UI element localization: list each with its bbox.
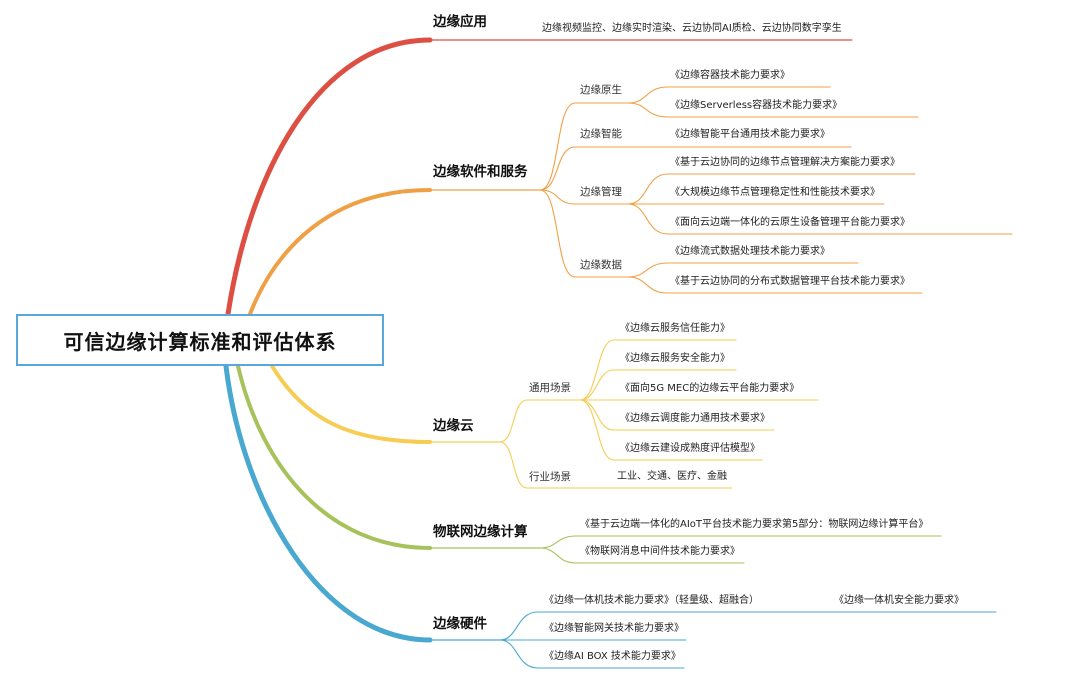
- edge-root-software: [248, 188, 432, 316]
- edge-root-hardware: [223, 363, 433, 643]
- leaf-data-1[interactable]: 《边缘流式数据处理技术能力要求》: [670, 246, 830, 257]
- edge-software-intel: [539, 146, 629, 191]
- leaf-industry-1[interactable]: 工业、交通、医疗、金融: [617, 471, 727, 482]
- edge-data-leaf2: [627, 276, 923, 294]
- leaf-hardware-2[interactable]: 《边缘智能网关技术能力要求》: [544, 623, 684, 634]
- leaf-edge-app-1[interactable]: 边缘视频监控、边缘实时渲染、云边协同AI质检、云边协同数字孪生: [542, 23, 842, 34]
- edge-general-leaf1: [579, 339, 737, 401]
- leaf-iot-1[interactable]: 《基于云边端一体化的AIoT平台技术能力要求第5部分：物联网边缘计算平台》: [580, 519, 929, 530]
- leaf-mgmt-2[interactable]: 《大规模边缘节点管理稳定性和性能技术要求》: [670, 187, 880, 198]
- edge-general-leaf2: [579, 369, 737, 401]
- leaf-iot-2[interactable]: 《物联网消息中间件技术能力要求》: [580, 546, 740, 557]
- edge-general-leaf4: [579, 399, 775, 431]
- edge-root-cloud: [270, 364, 432, 444]
- branch-edge-app[interactable]: 边缘应用: [433, 14, 487, 30]
- edge-cloud-general: [499, 399, 581, 443]
- edge-hardware-leaf1: [499, 611, 997, 641]
- subbranch-cloud-native[interactable]: 边缘原生: [580, 84, 622, 96]
- leaf-native-1[interactable]: 《边缘容器技术能力要求》: [670, 70, 790, 81]
- edge-software-data: [539, 189, 629, 278]
- leaf-hardware-extra[interactable]: 《边缘一体机安全能力要求》: [834, 595, 964, 606]
- leaf-general-1[interactable]: 《边缘云服务信任能力》: [620, 323, 730, 334]
- edge-general-leaf5: [579, 399, 763, 461]
- edge-data-leaf1: [627, 262, 859, 278]
- edge-root-iot: [236, 364, 432, 550]
- leaf-data-2[interactable]: 《基于云边协同的分布式数据管理平台技术能力要求》: [670, 276, 910, 287]
- leaf-hardware-3[interactable]: 《边缘AI BOX 技术能力要求》: [544, 651, 681, 662]
- subbranch-data[interactable]: 边缘数据: [580, 259, 622, 271]
- subbranch-intelligence[interactable]: 边缘智能: [580, 128, 622, 140]
- edge-mgmt-leaf1: [627, 173, 916, 205]
- leaf-intel-1[interactable]: 《边缘智能平台通用技术能力要求》: [670, 129, 830, 140]
- branch-edge-software[interactable]: 边缘软件和服务: [433, 164, 528, 180]
- leaf-hardware-1[interactable]: 《边缘一体机技术能力要求》（轻量级、超融合）: [544, 595, 759, 606]
- branch-iot-edge[interactable]: 物联网边缘计算: [433, 524, 528, 540]
- root-title: 可信边缘计算标准和评估体系: [63, 329, 337, 354]
- leaf-mgmt-3[interactable]: 《面向云边端一体化的云原生设备管理平台能力要求》: [670, 217, 910, 228]
- subbranch-general-scenario[interactable]: 通用场景: [529, 382, 571, 394]
- leaf-general-4[interactable]: 《边缘云调度能力通用技术要求》: [620, 413, 770, 424]
- edge-root-app: [225, 37, 433, 317]
- edge-software-native: [539, 102, 629, 191]
- branch-edge-cloud[interactable]: 边缘云: [433, 418, 474, 434]
- edge-iot-leaf1: [539, 535, 942, 549]
- branch-edge-hardware[interactable]: 边缘硬件: [433, 616, 487, 632]
- edge-native-leaf1: [627, 86, 831, 104]
- leaf-native-2[interactable]: 《边缘Serverless容器技术能力要求》: [670, 100, 843, 111]
- leaf-general-5[interactable]: 《边缘云建设成熟度评估模型》: [620, 443, 760, 454]
- subbranch-management[interactable]: 边缘管理: [580, 186, 622, 198]
- edge-hardware-leaf3: [499, 639, 685, 669]
- leaf-general-3[interactable]: 《面向5G MEC的边缘云平台能力要求》: [620, 383, 800, 394]
- edge-software-mgmt: [539, 189, 629, 205]
- root-node[interactable]: 可信边缘计算标准和评估体系: [16, 314, 384, 366]
- edge-native-leaf2: [627, 102, 919, 118]
- edge-mgmt-leaf3: [627, 203, 1013, 235]
- subbranch-industry-scenario[interactable]: 行业场景: [529, 471, 571, 483]
- edge-cloud-industry: [499, 441, 733, 489]
- edge-iot-leaf2: [539, 547, 745, 564]
- leaf-mgmt-1[interactable]: 《基于云边协同的边缘节点管理解决方案能力要求》: [670, 157, 900, 168]
- leaf-general-2[interactable]: 《边缘云服务安全能力》: [620, 353, 730, 364]
